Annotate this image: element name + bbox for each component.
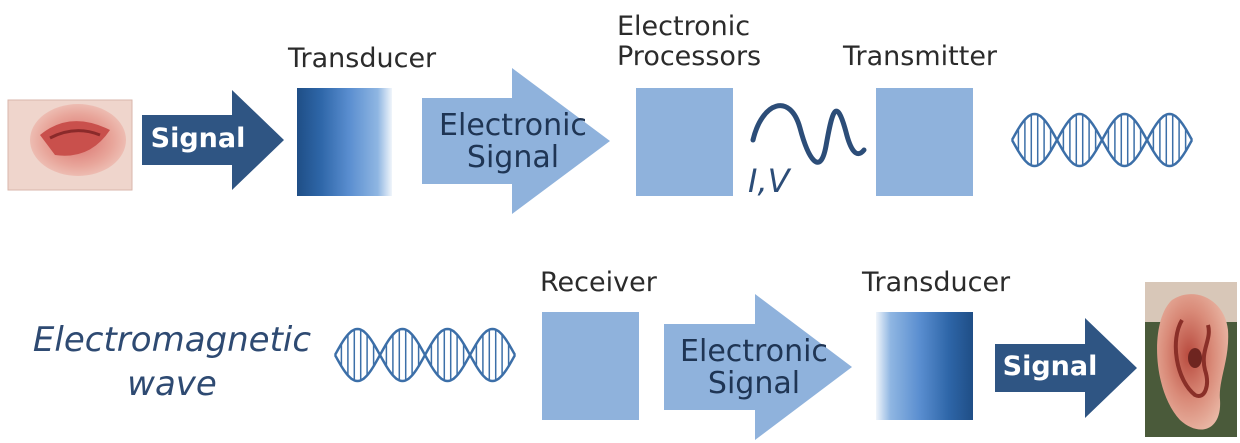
electronic-signal-label-2: Electronic Signal xyxy=(668,336,840,400)
transducer-label-1: Transducer xyxy=(288,44,436,74)
transducer-label-2: Transducer xyxy=(862,268,1010,298)
receiver-label: Receiver xyxy=(540,268,657,298)
em-wave-label-line2: wave xyxy=(22,362,322,406)
ear-icon xyxy=(1145,282,1237,437)
em-wave-icon xyxy=(1012,114,1192,166)
electronic-signal-label-2-line1: Electronic xyxy=(668,336,840,368)
electronic-signal-label-1: Electronic Signal xyxy=(428,110,598,174)
mouth-icon xyxy=(8,100,132,190)
processors-box xyxy=(636,88,733,196)
iv-label: I,V xyxy=(748,162,790,200)
em-wave-icon xyxy=(335,329,515,381)
transducer-box-1 xyxy=(297,88,392,196)
processors-label: Electronic Processors xyxy=(617,12,761,72)
transducer-box-2 xyxy=(876,312,973,420)
receiver-box xyxy=(542,312,639,420)
processors-label-line2: Processors xyxy=(617,42,761,72)
transmitter-box xyxy=(876,88,973,196)
processors-label-line1: Electronic xyxy=(617,12,761,42)
electronic-signal-label-2-line2: Signal xyxy=(668,368,840,400)
em-wave-label: Electromagnetic wave xyxy=(22,318,322,406)
transmitter-label: Transmitter xyxy=(843,42,997,72)
signal-arrow-label-2: Signal xyxy=(1000,351,1100,383)
em-wave-label-line1: Electromagnetic xyxy=(22,318,322,362)
waveform-icon xyxy=(753,106,864,163)
signal-arrow-label-1: Signal xyxy=(148,123,248,155)
electronic-signal-label-1-line1: Electronic xyxy=(428,110,598,142)
electronic-signal-label-1-line2: Signal xyxy=(428,142,598,174)
